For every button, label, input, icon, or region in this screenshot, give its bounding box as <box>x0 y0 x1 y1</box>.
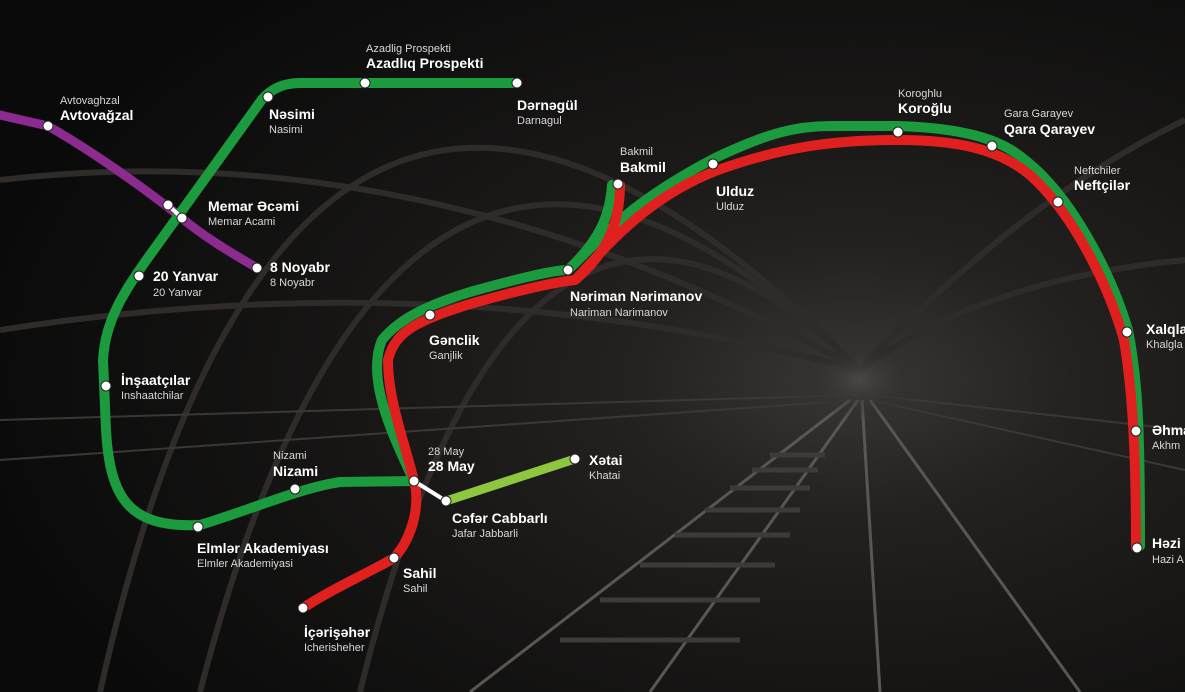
label-sub-nasimi: Nasimi <box>269 124 303 136</box>
label-sub-sahil: Sahil <box>403 583 427 595</box>
label-sub-nariman: Nariman Narimanov <box>570 307 668 319</box>
label-xatai: Xətai <box>589 452 622 468</box>
label-sub-qara-qarayev: Gara Garayev <box>1004 108 1074 120</box>
label-sub-inshaatchilar: Inshaatchilar <box>121 390 184 402</box>
label-sub-icherisheher: Icherisheher <box>304 642 365 654</box>
label-sub-darnagul: Darnagul <box>517 115 562 127</box>
station-dot-genclik[interactable] <box>424 309 436 321</box>
label-qara-qarayev: Qara Qarayev <box>1004 121 1095 137</box>
label-jafar: Cəfər Cabbarlı <box>452 510 548 526</box>
station-dot-nizami[interactable] <box>289 483 301 495</box>
label-sub-nizami: Nizami <box>273 450 307 462</box>
label-icherisheher: İçərişəhər <box>304 624 371 640</box>
label-xalqlar: Xalqla <box>1146 321 1185 337</box>
station-dot-20-yanvar[interactable] <box>133 270 145 282</box>
transfer-link-28-may <box>412 479 448 503</box>
lime-line <box>441 454 580 506</box>
station-dot-koroglu[interactable] <box>892 126 904 138</box>
label-sub-azadliq: Azadlig Prospekti <box>366 43 451 55</box>
label-azadliq: Azadlıq Prospekti <box>366 55 483 71</box>
label-sub-8-noyabr: 8 Noyabr <box>270 277 315 289</box>
label-sub-koroglu: Koroghlu <box>898 88 942 100</box>
station-dot-8-noyabr[interactable] <box>251 262 263 274</box>
station-dot-ulduz[interactable] <box>707 158 719 170</box>
station-dot-28-may[interactable] <box>408 475 420 487</box>
label-nasimi: Nəsimi <box>269 106 315 122</box>
label-neftchilar: Neftçilər <box>1074 177 1131 193</box>
label-genclik: Gənclik <box>429 332 480 348</box>
label-bakmil: Bakmil <box>620 159 666 175</box>
label-sub-28-may: 28 May <box>428 446 465 458</box>
station-dot-icherisheher[interactable] <box>297 602 309 614</box>
label-sub-hazi: Hazi A <box>1152 554 1184 566</box>
label-sub-xatai: Khatai <box>589 470 620 482</box>
label-elmler: Elmlər Akademiyası <box>197 540 329 556</box>
label-sub-memar-acemi: Memar Acami <box>208 216 275 228</box>
label-inshaatchilar: İnşaatçılar <box>121 372 191 388</box>
green-line <box>98 78 1145 551</box>
station-dot-ahmadli[interactable] <box>1130 425 1142 437</box>
label-sub-jafar: Jafar Jabbarli <box>452 528 518 540</box>
label-sub-20-yanvar: 20 Yanvar <box>153 287 202 299</box>
station-dot-bakmil[interactable] <box>612 178 624 190</box>
station-dot-azadliq[interactable] <box>359 77 371 89</box>
station-dot-sahil[interactable] <box>388 552 400 564</box>
station-dots <box>42 77 1143 614</box>
station-dot-neftchilar[interactable] <box>1052 196 1064 208</box>
station-dot-darnagul[interactable] <box>511 77 523 89</box>
green-branch-bakmil <box>563 180 617 275</box>
label-nariman: Nəriman Nərimanov <box>570 288 702 304</box>
label-28-may: 28 May <box>428 458 475 474</box>
label-sub-bakmil: Bakmil <box>620 146 653 158</box>
station-dot-hazi[interactable] <box>1131 542 1143 554</box>
label-sub-genclik: Ganjlik <box>429 350 463 362</box>
station-dot-memar-acemi-green[interactable] <box>176 212 188 224</box>
station-dot-elmler[interactable] <box>192 521 204 533</box>
station-dot-inshaatchilar[interactable] <box>100 380 112 392</box>
red-branch-bakmil <box>570 180 625 285</box>
station-dot-xatai[interactable] <box>569 453 581 465</box>
station-dot-nariman[interactable] <box>562 264 574 276</box>
label-hazi: Həzi <box>1152 535 1181 551</box>
station-labels: Avtovaghzal Avtovağzal Memar Əcəmi Memar… <box>60 43 1185 654</box>
label-sub-elmler: Elmler Akademiyasi <box>197 558 293 570</box>
label-sub-neftchilar: Neftchiler <box>1074 165 1121 177</box>
label-8-noyabr: 8 Noyabr <box>270 259 330 275</box>
label-sahil: Sahil <box>403 565 436 581</box>
station-dot-avtovagzal[interactable] <box>42 120 54 132</box>
label-sub-ahmadli: Akhm <box>1152 440 1180 452</box>
station-dot-nasimi[interactable] <box>262 91 274 103</box>
label-avtovagzal: Avtovağzal <box>60 107 133 123</box>
label-darnagul: Dərnəgül <box>517 97 578 113</box>
station-dot-memar-acemi-purple[interactable] <box>162 199 174 211</box>
label-sub-ulduz: Ulduz <box>716 201 744 213</box>
label-sub-xalqlar: Khalgla <box>1146 339 1184 351</box>
label-ahmadli: Əhma <box>1152 422 1185 438</box>
label-memar-acemi: Memar Əcəmi <box>208 198 299 214</box>
label-nizami: Nizami <box>273 463 318 479</box>
station-dot-qara-qarayev[interactable] <box>986 140 998 152</box>
label-20-yanvar: 20 Yanvar <box>153 268 219 284</box>
label-koroglu: Koroğlu <box>898 100 952 116</box>
station-dot-xalqlar[interactable] <box>1121 326 1133 338</box>
label-ulduz: Ulduz <box>716 183 754 199</box>
station-dot-jafar[interactable] <box>440 495 452 507</box>
label-sub-avtovagzal: Avtovaghzal <box>60 95 120 107</box>
